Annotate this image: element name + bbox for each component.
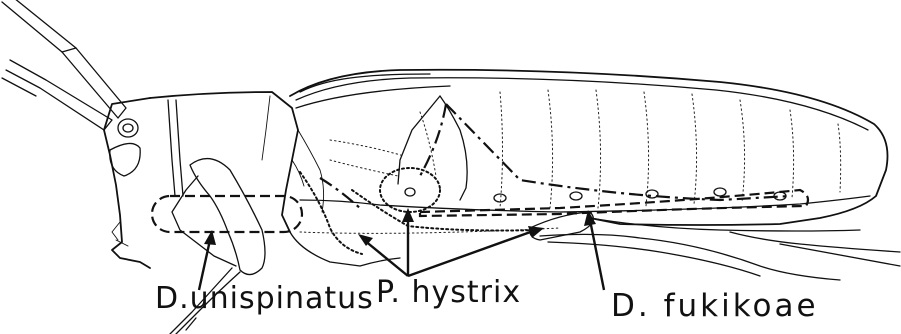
- d-fukikoae-label: D. fukikoae: [611, 288, 819, 324]
- d-fukikoae-arrow: [590, 220, 604, 290]
- p-hystrix-arrow-right: [408, 230, 536, 276]
- antennae: [2, 0, 126, 130]
- d-unispinatus-label: D.unispinatus: [155, 281, 374, 316]
- p-hystrix-arrow-left: [364, 240, 408, 276]
- p-hystrix-outline: [320, 104, 790, 210]
- head: [104, 98, 150, 268]
- d-fukikoae-outline: [420, 190, 808, 216]
- body-outline: [290, 70, 900, 266]
- p-hystrix-label: P. hystrix: [376, 275, 521, 310]
- d-unispinatus-box: [152, 196, 302, 232]
